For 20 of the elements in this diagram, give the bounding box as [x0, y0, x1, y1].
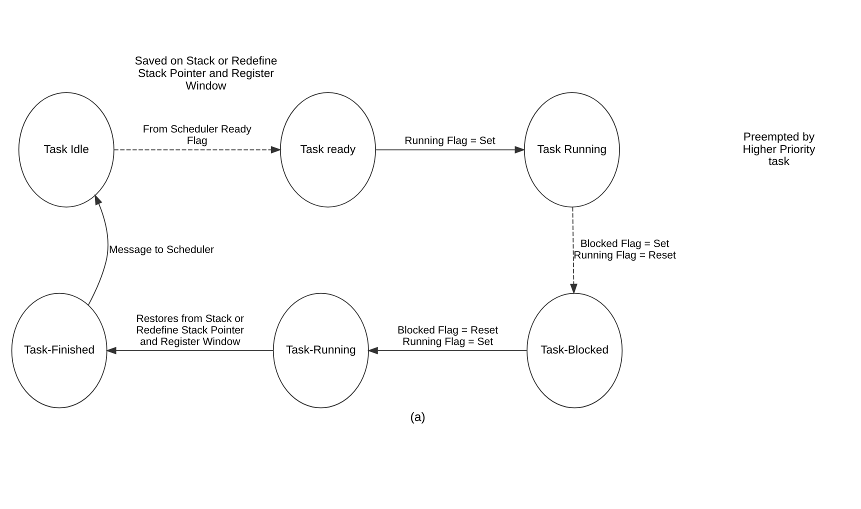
arrow — [367, 346, 528, 354]
node-ellipse: Task ready — [280, 92, 376, 208]
edge-label: Restores from Stack or Redefine Stack Pointer and Register Window — [136, 313, 244, 348]
edge-label: Blocked Flag = Reset Running Flag = Set — [397, 324, 498, 348]
node-label: Saved on Stack or Redefine Stack Pointer and Register Window — [134, 56, 278, 92]
edge-label: Message to Scheduler — [109, 244, 214, 256]
arrow — [114, 146, 282, 154]
edge-label: Running Flag = Set — [404, 135, 496, 148]
caption: (a) — [410, 410, 426, 424]
label: Preempted by Higher Priority task — [742, 131, 816, 168]
arrow — [106, 346, 274, 354]
node-ellipse: Task-Finished — [11, 292, 108, 408]
arrow — [375, 146, 526, 154]
edge-label: Blocked Flag = Set Running Flag = Reset — [574, 238, 676, 262]
node-ellipse: Task-Blocked — [526, 292, 623, 408]
node-ellipse: Task-Running — [272, 292, 369, 408]
edge-label: From Scheduler Ready Flag — [142, 124, 252, 148]
arrow — [88, 194, 108, 306]
node-ellipse: Task Running — [524, 92, 620, 208]
arrow — [570, 206, 578, 294]
